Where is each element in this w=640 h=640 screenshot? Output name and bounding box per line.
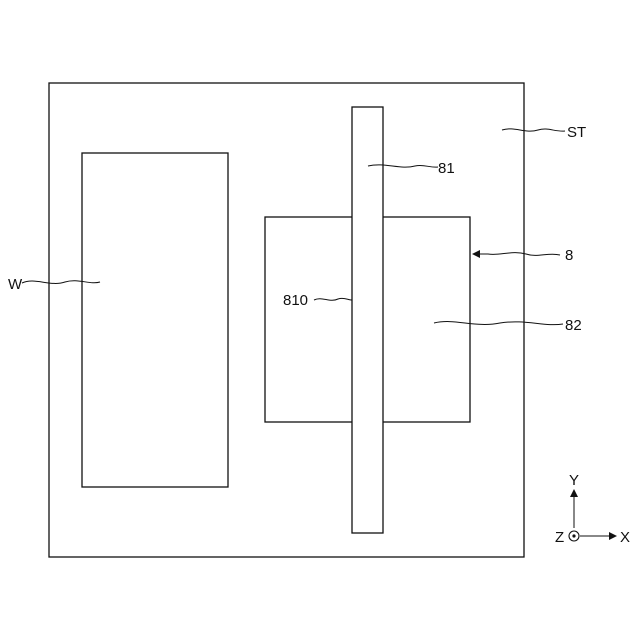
leader-810: [314, 298, 352, 300]
z-axis-dot: [572, 534, 575, 537]
stage-outline: [49, 83, 524, 557]
label-8: 8: [565, 247, 573, 264]
axis-label-z: Z: [555, 529, 564, 546]
leader-w: [22, 281, 100, 284]
label-81: 81: [438, 160, 455, 177]
leader-82: [434, 322, 563, 325]
label-810: 810: [283, 292, 308, 309]
label-st: ST: [567, 124, 586, 141]
workpiece-rect: [82, 153, 228, 487]
label-w: W: [8, 276, 23, 293]
axis-label-y: Y: [569, 472, 579, 489]
axis-label-x: X: [620, 529, 630, 546]
leader-st: [502, 129, 565, 131]
coordinate-axes: Y Z X: [555, 472, 630, 546]
label-82: 82: [565, 317, 582, 334]
leader-8: [473, 253, 560, 256]
member-81-bar: [352, 107, 383, 533]
